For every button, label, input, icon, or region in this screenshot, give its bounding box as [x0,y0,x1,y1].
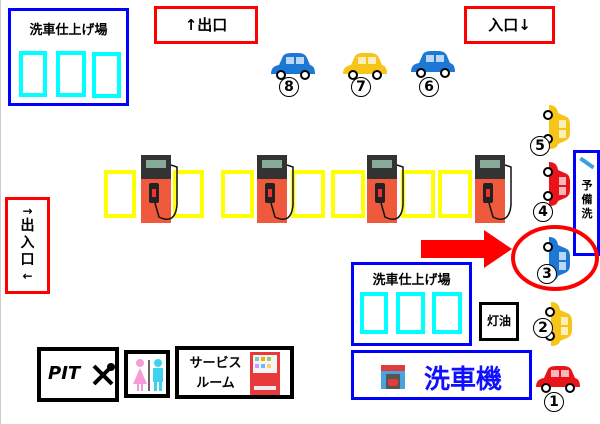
entrance-label: 入口↓ [488,16,531,34]
pump-lane [173,170,204,218]
tools-icon [92,363,115,386]
exit-sign: ↑出口 [154,6,258,44]
fuel-pump-icon [365,155,411,231]
brush-icon [579,156,595,170]
fuel-pump-icon [473,155,519,231]
finishing-area-title: 洗車仕上げ場 [372,273,451,288]
side-entrance-sign: → 出入口 ← [5,197,50,294]
kerosene-area: 灯油 [479,302,519,341]
finishing-slot [432,292,462,334]
highlight-ellipse [511,225,599,291]
car-wash-machine: 洗車機 [351,350,532,400]
car-number-5: 5 [530,136,550,156]
pump-lane [104,170,136,218]
exit-label: ↑出口 [184,16,228,34]
pump-lane [331,170,365,218]
car-wash-icon [381,365,405,389]
finishing-slot [92,52,121,98]
car-number-6: 6 [419,77,439,97]
pit-area: PIT [37,347,119,402]
finishing-slot [19,51,47,97]
car-number-1: 1 [544,392,564,412]
arrow-right: → [22,204,33,218]
kerosene-label: 灯油 [486,314,511,328]
car-wash-label: 洗車機 [424,365,503,395]
direction-arrow-icon [421,230,512,268]
finishing-slot [360,292,388,334]
pump-lane [221,170,254,218]
car-number-4: 4 [533,202,553,222]
restroom-icon [133,359,163,391]
car-number-2: 2 [533,318,553,338]
car-2-icon [543,300,573,352]
service-room-line2: ルーム [196,376,235,391]
car-number-8: 8 [279,77,299,97]
car-number-7: 7 [351,77,371,97]
side-entrance-label: 出入口 [20,218,35,268]
finishing-area-title: 洗車仕上げ場 [29,23,108,38]
finishing-area-top: 洗車仕上げ場 [8,8,129,106]
car-6-icon [409,50,457,84]
car-8-icon [269,52,317,86]
vending-machine-icon [250,352,280,395]
pre-wash-label: 予備洗 [581,179,593,220]
fuel-pump-icon [139,155,185,231]
service-room-line1: サービス [189,356,242,371]
car-1-icon [534,365,582,399]
service-room: サービス ルーム [175,346,294,399]
arrow-left: ← [22,269,33,283]
car-4-icon [541,160,571,212]
pump-lane [438,170,472,218]
car-7-icon [341,52,389,86]
pre-wash-area: 予備洗 [573,150,600,256]
restroom [124,350,170,398]
finishing-area-mid: 洗車仕上げ場 [351,262,472,346]
finishing-slot [56,51,86,97]
finishing-slot [396,292,425,334]
entrance-sign: 入口↓ [464,6,555,44]
pit-label: PIT [48,363,81,384]
fuel-pump-icon [255,155,301,231]
car-number-3: 3 [537,264,557,284]
